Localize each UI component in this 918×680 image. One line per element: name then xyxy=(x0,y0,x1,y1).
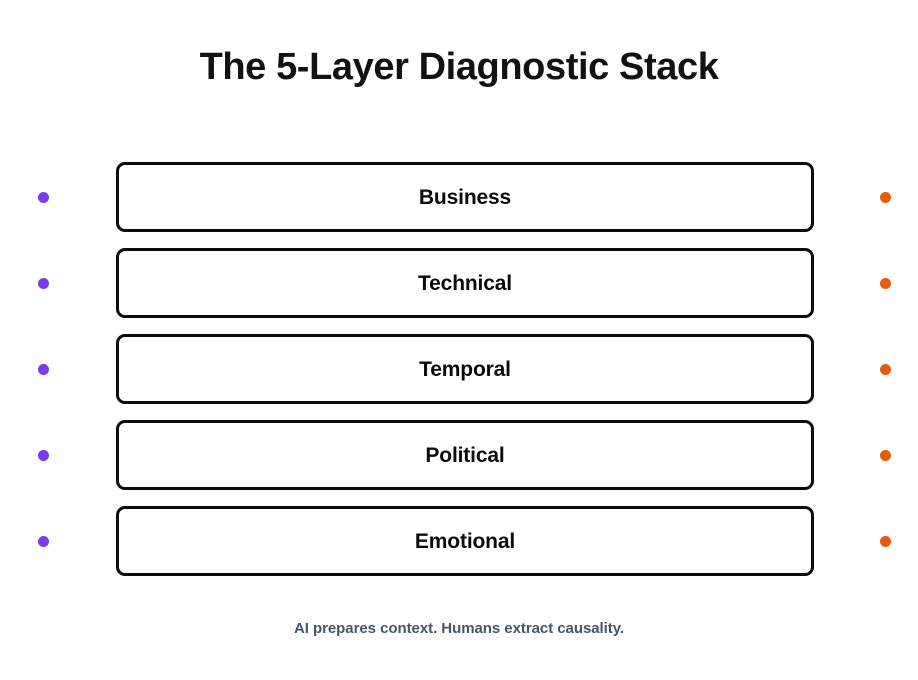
layer-row: Emotional xyxy=(0,506,918,577)
layer-label: Emotional xyxy=(414,529,516,553)
layer-box-emotional[interactable]: Emotional xyxy=(116,506,814,577)
left-bullet-dot-icon xyxy=(38,191,49,203)
layer-label: Political xyxy=(425,443,505,467)
right-bullet-dot-icon xyxy=(880,363,891,375)
layer-box-business[interactable]: Business xyxy=(116,162,814,233)
left-bullet-dot-icon xyxy=(38,449,49,461)
footer-caption: AI prepares context. Humans extract caus… xyxy=(293,620,625,638)
left-bullet-dot-icon xyxy=(38,277,49,289)
layer-label: Temporal xyxy=(419,357,511,381)
layer-row: Political xyxy=(0,420,918,491)
page-title: The 5-Layer Diagnostic Stack xyxy=(199,46,719,88)
left-bullet-dot-icon xyxy=(38,535,49,547)
layer-row: Temporal xyxy=(0,334,918,405)
layer-row: Business xyxy=(0,162,918,233)
right-bullet-dot-icon xyxy=(880,191,891,203)
right-bullet-dot-icon xyxy=(880,535,891,547)
layer-box-temporal[interactable]: Temporal xyxy=(116,334,814,405)
layer-row: Technical xyxy=(0,248,918,319)
layer-label: Business xyxy=(418,185,512,209)
left-bullet-dot-icon xyxy=(38,363,49,375)
right-bullet-dot-icon xyxy=(880,277,891,289)
right-bullet-dot-icon xyxy=(880,449,891,461)
layer-box-technical[interactable]: Technical xyxy=(116,248,814,319)
layer-box-political[interactable]: Political xyxy=(116,420,814,491)
layer-label: Technical xyxy=(418,271,512,295)
layer-stack: Business Technical Temporal Political xyxy=(0,162,918,577)
